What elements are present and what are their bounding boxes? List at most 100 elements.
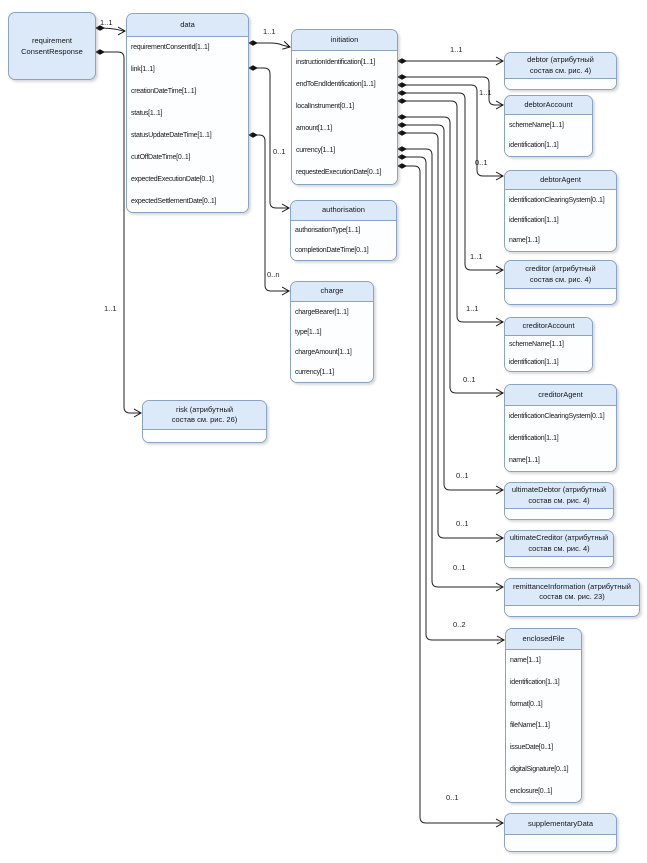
entity-title-line: creditorAgent	[538, 389, 583, 399]
entity-body: instructionIdentification[1..1]endToEndI…	[292, 51, 397, 184]
entity-header: creditorAgent	[505, 385, 616, 406]
entity-field: identificationClearingSystem[0..1]	[509, 413, 605, 421]
entity-field: creationDateTime[1..1]	[131, 88, 197, 96]
connector-data-to-initiation	[248, 40, 291, 50]
entity-title-line: ConsentResponse	[21, 47, 83, 56]
entity-title-line: risk (атрибутный	[175, 404, 234, 414]
connector-initiation-to-supplementaryData	[397, 163, 505, 828]
entity-field: status[1..1]	[131, 110, 163, 118]
entity-body: requirementConsentId[1..1] link[1..1] crea…	[127, 37, 248, 212]
entity-field: identification[1..1]	[509, 434, 559, 442]
entity-title-line: creditor (атрибутный	[525, 264, 596, 274]
connector-data-to-authorisation	[248, 65, 291, 213]
entity-title-line: состав см. рис. 4)	[528, 495, 590, 505]
entity-data: data requirementConsentId[1..1] link[1..1]…	[126, 13, 249, 213]
entity-title-line: requirement	[31, 35, 73, 45]
entity-field: link[1..1]	[131, 66, 155, 74]
multiplicity-label: 0..1	[453, 563, 466, 572]
multiplicity-label: 0..1	[273, 147, 286, 156]
entity-authorisation: authorisation authorisationType[1..1]comp…	[290, 200, 397, 261]
entity-title-line: enclosedFile	[522, 633, 565, 643]
entity-body	[505, 557, 613, 567]
entity-title-line: authorisation	[322, 205, 365, 215]
entity-body: identificationClearingSystem[0..1] identi…	[505, 406, 616, 471]
entity-field: fileName[1..1]	[510, 722, 550, 730]
entity-field: statusUpdateDateTime[1..1]	[131, 131, 212, 139]
multiplicity-label: 0..1	[446, 793, 459, 802]
entity-field: expectedSettlementDate[0..1]	[131, 197, 217, 205]
entity-title-line: ultimateDebtor (атрибутный	[511, 485, 607, 495]
entity-title-line: initiation	[330, 34, 359, 44]
multiplicity-label: 0..1	[475, 158, 488, 167]
entity-supplementaryData: supplementaryData	[504, 813, 617, 852]
entity-field: digitalSignature[0..1]	[510, 765, 569, 773]
entity-header: data	[127, 14, 248, 37]
entity-field: localInstrument[0..1]	[296, 102, 354, 110]
entity-title-line: состав см. рис. 23)	[539, 592, 605, 601]
entity-header: debtorAgent	[505, 171, 616, 190]
entity-field: expectedExecutionDate[0..1]	[131, 175, 214, 183]
entity-field: requirementConsentId[1..1]	[131, 44, 210, 52]
multiplicity-label: 0..2	[453, 620, 466, 629]
multiplicity-label: 0..1	[456, 519, 469, 528]
entity-title-line: состав см. рис. 4)	[528, 543, 590, 553]
entity-field: schemeName[1..1]	[509, 121, 564, 129]
multiplicity-label: 0..1	[456, 471, 469, 480]
entity-debtorAgent: debtorAgent identificationClearingSystem[…	[504, 170, 617, 252]
entity-body	[505, 606, 639, 616]
entity-body	[143, 430, 266, 442]
entity-field: amount[1..1]	[296, 125, 332, 133]
entity-title-line: состав см. рис. 26)	[171, 415, 238, 424]
multiplicity-label: 0..1	[463, 375, 476, 384]
multiplicity-label: 0..n	[267, 270, 280, 279]
connector-requirementConsentResponse-to-data	[95, 25, 127, 36]
entity-body: identificationClearingSystem[0..1]identi…	[505, 190, 616, 251]
entity-field: requestedExecutionDate[0..1]	[296, 169, 382, 177]
entity-body	[505, 289, 616, 304]
entity-creditorAgent: creditorAgent identificationClearingSyste…	[504, 384, 617, 472]
entity-header: charge	[291, 282, 373, 302]
multiplicity-label: 1..1	[104, 304, 117, 313]
entity-initiation: initiation instructionIdentification[1..1…	[291, 29, 398, 185]
entity-field: authorisationType[1..1]	[295, 227, 361, 235]
entity-body: authorisationType[1..1]completionDateTim…	[291, 221, 396, 260]
entity-header: enclosedFile	[506, 629, 581, 650]
entity-field: enclosure[0..1]	[510, 787, 553, 795]
entity-title-line: debtor (атрибутный	[527, 55, 594, 65]
entity-title-line: ultimateCreditor (атрибутный	[509, 533, 609, 543]
entity-field: endToEndIdentification[1..1]	[296, 80, 376, 88]
connector-data-to-charge	[248, 132, 291, 296]
entity-body: name[1..1]identification[1..1]format[0..…	[506, 650, 581, 802]
entity-header: creditorAccount	[505, 318, 592, 336]
entity-title-line: состав см. рис. 4)	[529, 274, 592, 284]
entity-field: identification[1..1]	[510, 679, 560, 687]
entity-field: identificationClearingSystem[0..1]	[509, 196, 605, 204]
entity-body: schemeName[1..1]identification[1..1]	[505, 115, 592, 156]
entity-field: name[1..1]	[509, 237, 540, 245]
entity-title-line: debtorAgent	[540, 174, 581, 184]
connector-initiation-to-enclosedFile	[397, 154, 506, 645]
multiplicity-label: 1..1	[450, 45, 463, 54]
entity-field: identification[1..1]	[509, 358, 559, 366]
entity-body	[505, 509, 613, 519]
entity-field: cutOffDateTime[0..1]	[131, 153, 191, 161]
entity-title-line: data	[180, 19, 195, 29]
entity-title-line: состав см. рис. 4)	[529, 65, 592, 75]
entity-field: currency[1..1]	[295, 368, 334, 376]
